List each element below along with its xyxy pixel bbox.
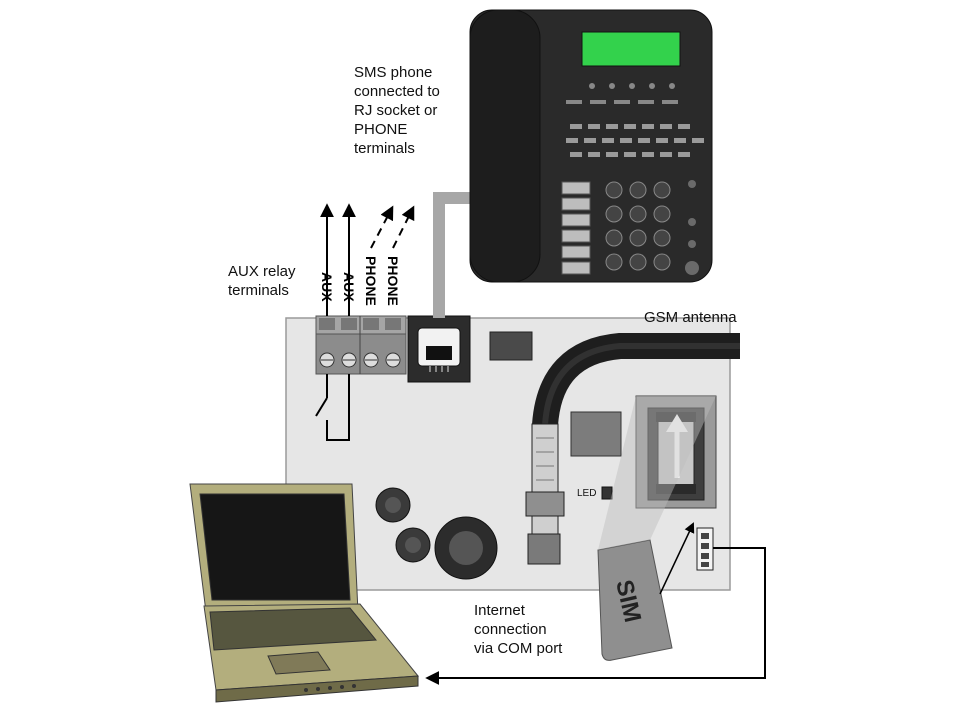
rj-socket-icon xyxy=(407,315,471,383)
led-label: LED xyxy=(577,488,596,499)
sim-holder xyxy=(635,395,717,509)
phone-cable xyxy=(433,192,480,318)
aux-relay-label: AUX relay terminals xyxy=(228,263,300,299)
antenna-icon xyxy=(525,333,740,565)
processor-chip xyxy=(570,411,622,457)
terminal-label-phone-2: PHONE xyxy=(385,256,401,306)
sim-insert-arrow xyxy=(659,522,695,595)
relay-switch-icon xyxy=(315,374,350,441)
gsm-antenna-label: GSM antenna xyxy=(644,309,737,326)
sim-guide-shade xyxy=(598,396,716,550)
com-cable xyxy=(425,547,766,685)
phone-arrow-2 xyxy=(392,205,415,249)
terminal-block xyxy=(315,315,407,375)
com-port-header xyxy=(696,527,714,571)
terminal-screw-3 xyxy=(363,318,379,368)
terminal-label-aux-1: AUX xyxy=(319,272,335,302)
phone-arrow-1 xyxy=(370,205,394,249)
internet-connection-label: Internet connection via COM port xyxy=(474,602,563,657)
led-indicator xyxy=(601,486,613,500)
desk-phone-icon xyxy=(469,9,713,283)
sms-phone-label: SMS phone connected to RJ socket or PHON… xyxy=(354,64,444,157)
capacitors xyxy=(375,487,498,580)
terminal-screw-1 xyxy=(319,318,335,368)
terminal-screw-2 xyxy=(341,318,357,368)
ic-chip xyxy=(489,331,533,361)
sim-card-icon: SIM xyxy=(597,539,673,661)
terminal-label-aux-2: AUX xyxy=(341,272,357,302)
gsm-module-board: LED xyxy=(285,315,731,591)
terminal-screw-4 xyxy=(385,318,401,368)
laptop-icon xyxy=(189,483,419,703)
terminal-label-phone-1: PHONE xyxy=(363,256,379,306)
